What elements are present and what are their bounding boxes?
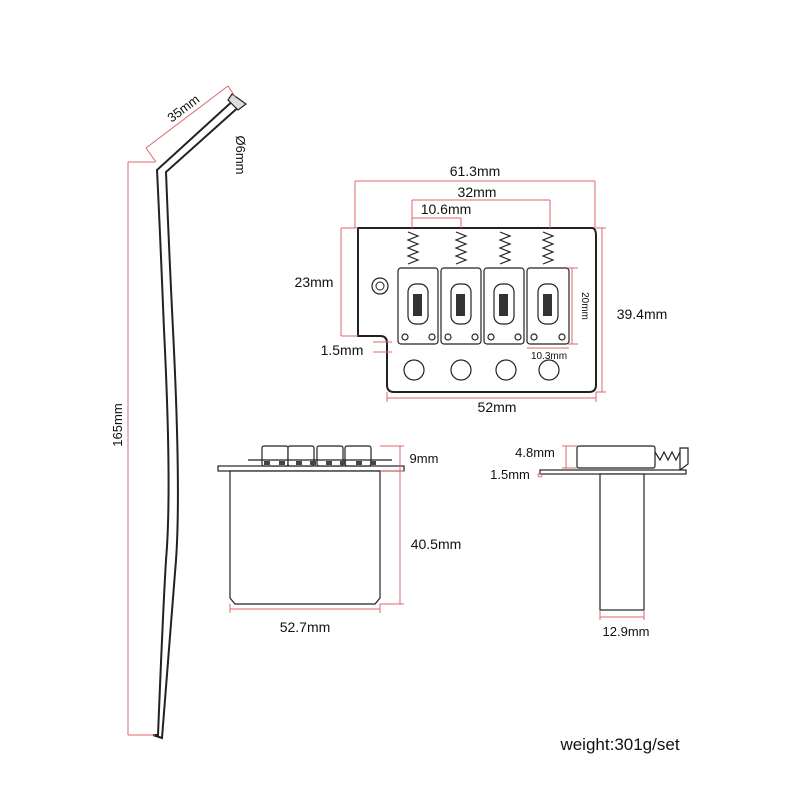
- arm-diameter-label: Ø6mm: [233, 136, 248, 175]
- block-depth-label: 12.9mm: [603, 624, 650, 639]
- plate-thickness-dimension: 1.5mm: [321, 341, 392, 358]
- arm-length-dimension: 165mm: [110, 161, 155, 736]
- string-spacing-dimension: 10.6mm: [412, 201, 471, 228]
- bridge-side-view: [539, 445, 689, 611]
- saddle: [397, 231, 439, 345]
- block-depth-dimension: 12.9mm: [599, 610, 650, 639]
- side-plate-thickness-dimension: 1.5mm: [490, 467, 543, 482]
- side-base-plate: [539, 469, 687, 475]
- mounting-hole: [371, 277, 389, 295]
- saddle: [483, 231, 525, 345]
- tremolo-arm: [152, 93, 248, 740]
- string-holes: [403, 359, 560, 381]
- tremolo-arm-tip: [227, 93, 248, 111]
- block-height-label: 40.5mm: [411, 536, 462, 552]
- saddle-width-label: 10.3mm: [531, 351, 567, 362]
- outer-string-spacing-label: 32mm: [458, 184, 497, 200]
- block-width-label: 52.7mm: [280, 619, 331, 635]
- block-width-dimension: 52.7mm: [229, 604, 381, 635]
- side-plate-thickness-label: 1.5mm: [490, 467, 530, 482]
- side-top-height-dimension: 9mm: [380, 445, 439, 472]
- plate-depth-dimension: 39.4mm: [596, 227, 668, 393]
- saddle-profile-label: 4.8mm: [515, 445, 555, 460]
- side-top-height-label: 9mm: [410, 451, 439, 466]
- string-hole: [538, 359, 560, 381]
- saddle: [440, 231, 482, 345]
- front-saddles: [248, 445, 392, 467]
- total-width-dimension: 61.3mm: [354, 163, 596, 228]
- side-saddle: [576, 445, 656, 469]
- side-screw-head: [679, 447, 689, 472]
- tremolo-arm-outline: [152, 96, 244, 740]
- total-width-label: 61.3mm: [450, 163, 501, 179]
- block-width-top-dimension: 52mm: [386, 392, 597, 415]
- saddle-width-dimension: 10.3mm: [527, 347, 569, 362]
- string-hole: [450, 359, 472, 381]
- saddle: [526, 231, 570, 345]
- arm-diameter-dimension: Ø6mm: [233, 136, 248, 175]
- string-hole: [403, 359, 425, 381]
- saddle-length-label: 20mm: [579, 292, 590, 320]
- plate-thickness-label: 1.5mm: [321, 342, 364, 358]
- saddle-profile-dimension: 4.8mm: [515, 445, 577, 469]
- block-height-dimension: 40.5mm: [380, 471, 462, 605]
- saddle-length-dimension: 20mm: [568, 267, 590, 345]
- saddle-edge-dimension: 23mm: [295, 227, 358, 337]
- bridge-top-view: [357, 227, 597, 393]
- saddle-edge-label: 23mm: [295, 274, 334, 290]
- string-hole: [495, 359, 517, 381]
- side-block: [599, 473, 645, 611]
- side-spring: [654, 450, 681, 462]
- front-sustain-block: [229, 470, 381, 605]
- weight-label: weight:301g/set: [559, 735, 679, 754]
- string-spacing-label: 10.6mm: [421, 201, 472, 217]
- block-width-top-label: 52mm: [478, 399, 517, 415]
- outer-string-spacing-dimension: 32mm: [411, 184, 551, 228]
- front-base-plate: [217, 465, 405, 472]
- arm-length-label: 165mm: [110, 403, 125, 446]
- plate-depth-label: 39.4mm: [617, 306, 668, 322]
- bridge-front-view: [217, 445, 405, 605]
